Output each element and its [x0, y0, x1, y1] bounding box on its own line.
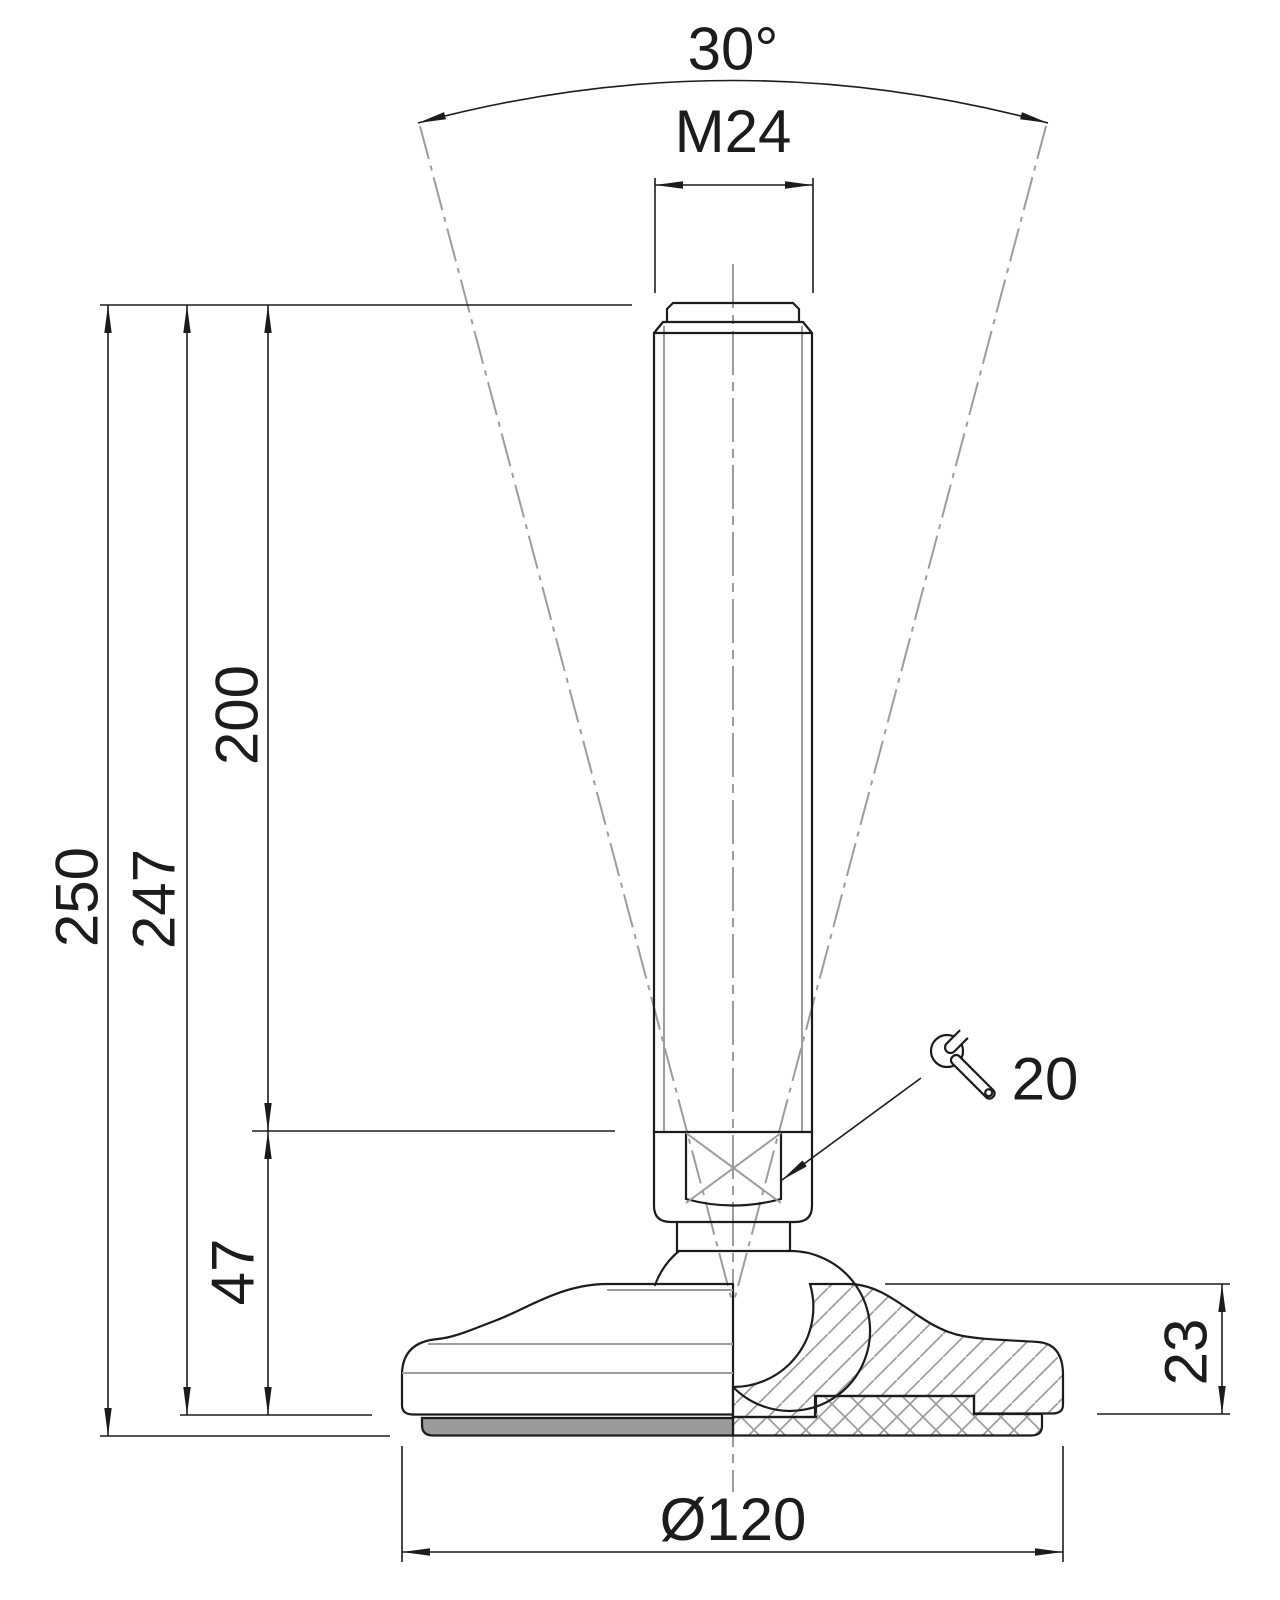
dim-base-diameter: Ø120 — [401, 1446, 1064, 1562]
overall-height-label: 250 — [44, 847, 111, 947]
rubber-pad-section — [731, 1394, 1044, 1437]
thread-label: M24 — [675, 98, 792, 165]
height-without-pad-label: 247 — [121, 849, 188, 949]
base-metal-section — [731, 1282, 1065, 1419]
ball-left-silhouette — [653, 1249, 681, 1287]
flat-face-diagonals — [685, 1132, 782, 1204]
wrench-size-label: 20 — [1012, 1046, 1079, 1113]
angle-arc — [417, 79, 1049, 124]
ball-neck — [675, 1220, 792, 1253]
swivel-cone-line-right — [732, 125, 1047, 1306]
base-height-ext-lines — [885, 1283, 1230, 1415]
swivel-cone-line-left — [419, 125, 734, 1306]
dim-base-height: 23 — [885, 1283, 1230, 1415]
swivel-angle-label: 30° — [688, 16, 779, 83]
dim-left-stack: 250 247 200 47 — [44, 304, 632, 1437]
dim-swivel-angle: 30° — [417, 16, 1049, 124]
stud-top-cap — [652, 301, 814, 335]
thread-length-label: 200 — [204, 665, 271, 765]
wrench-flats-body — [652, 1130, 814, 1224]
wrench-icon — [929, 1029, 996, 1100]
wrench-leader-line — [781, 1077, 922, 1181]
construction-lines — [419, 125, 1047, 1492]
wrench-size-callout: 20 — [781, 1029, 1079, 1181]
base-diameter-label: Ø120 — [660, 1486, 807, 1553]
base-exterior-left — [400, 1282, 735, 1437]
base-height-label: 23 — [1153, 1319, 1220, 1386]
base-diameter-ext-lines — [401, 1446, 1064, 1562]
dim-thread: M24 — [654, 98, 814, 293]
threaded-stud — [652, 301, 872, 1412]
base-section-right — [731, 1282, 1065, 1437]
base-outline-left — [400, 1282, 735, 1416]
joint-height-label: 47 — [200, 1239, 267, 1306]
ball-right-silhouette — [731, 1249, 872, 1412]
rubber-pad-left — [420, 1416, 735, 1437]
thread-ext-lines — [654, 178, 814, 293]
